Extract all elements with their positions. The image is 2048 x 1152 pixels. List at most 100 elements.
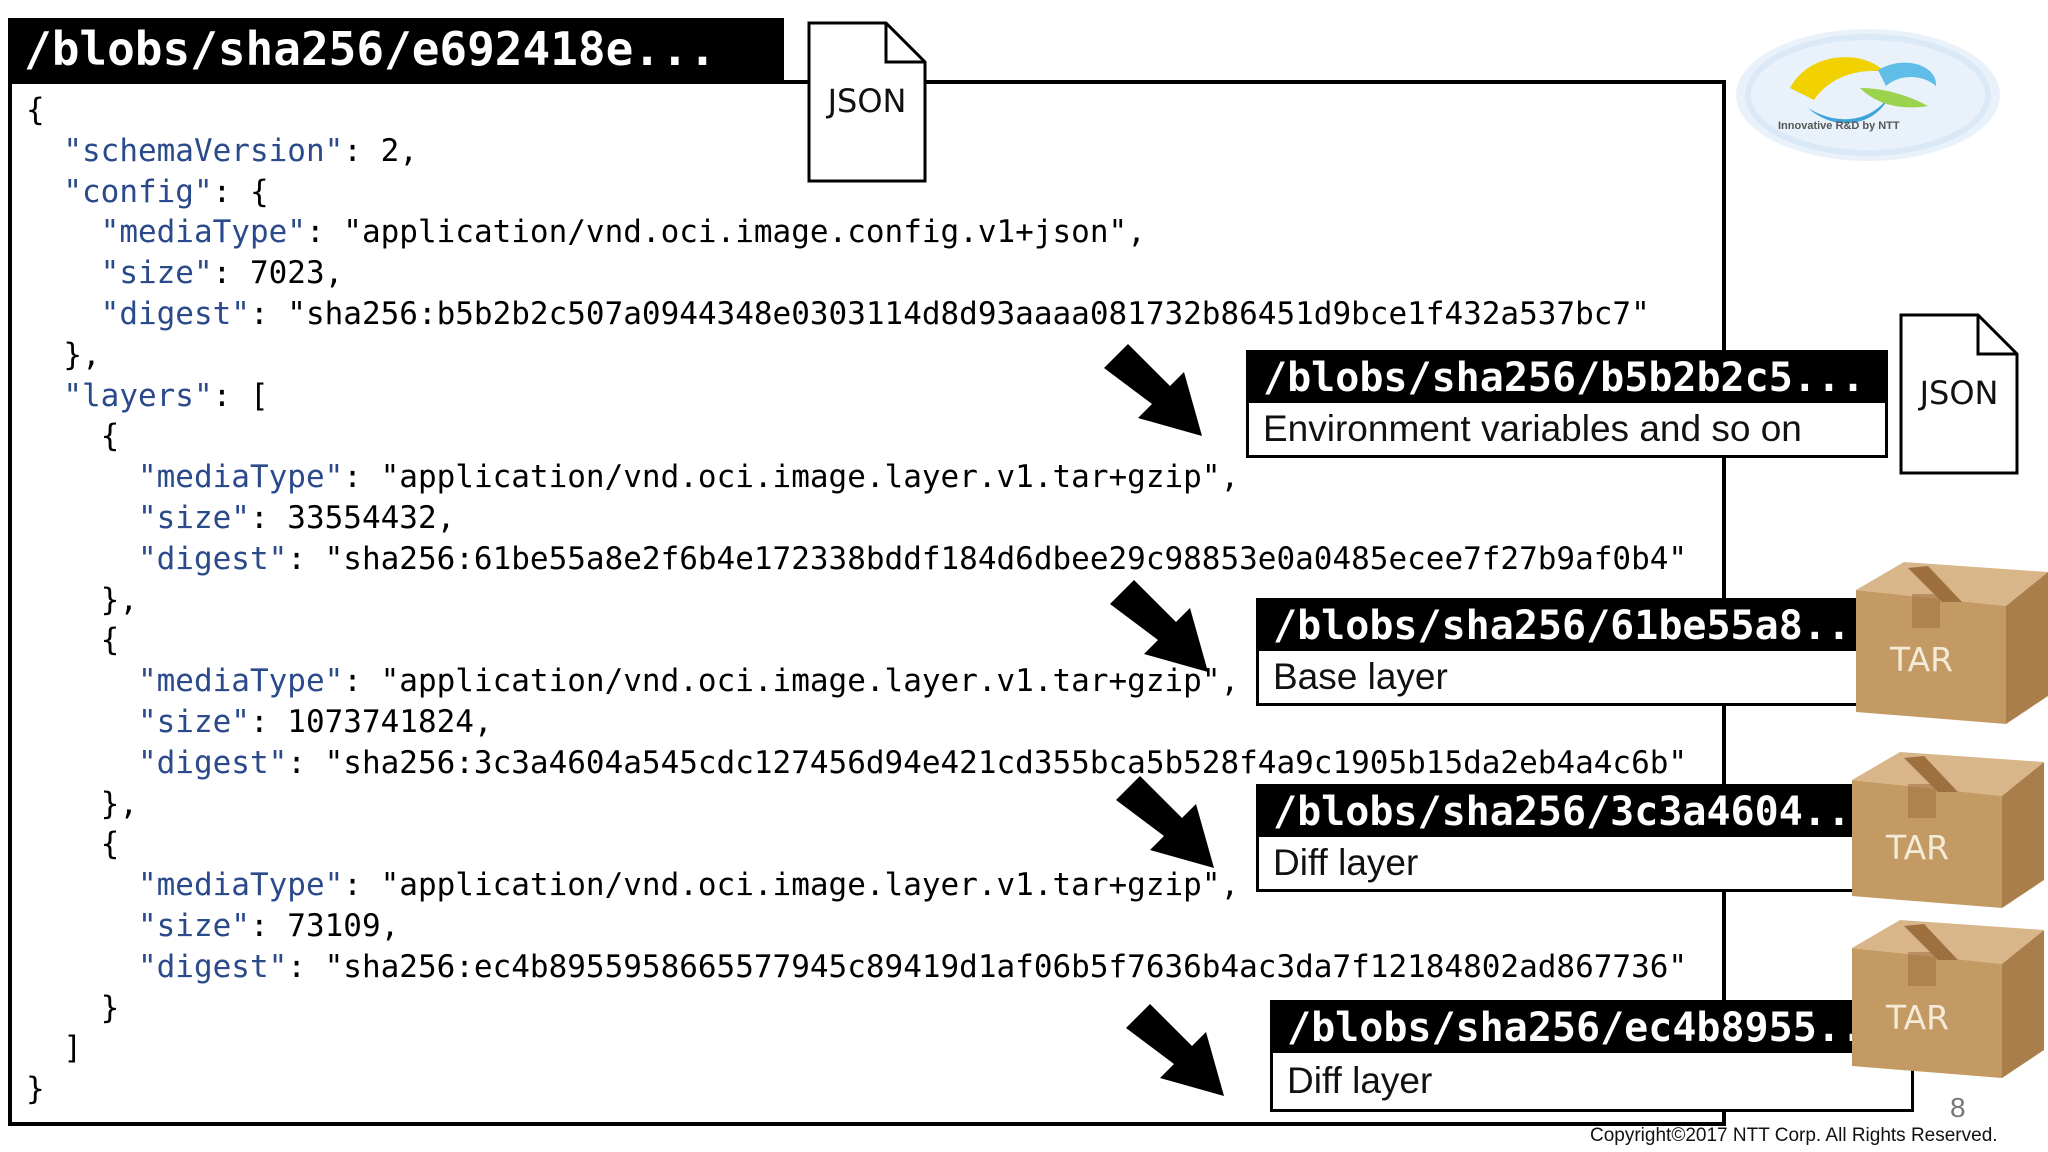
arrow-icon [1126, 1004, 1224, 1096]
json-key: "layers" [63, 377, 213, 414]
json-text [26, 255, 101, 291]
json-text: : "application/vnd.oci.image.config.v1+j… [305, 214, 1146, 251]
tar-box-icon: TAR [1852, 752, 2044, 908]
json-key: "mediaType" [137, 459, 344, 496]
code-line: "size": 73109, [26, 906, 1687, 947]
json-text [26, 133, 63, 169]
json-text: : "sha256:ec4b8955958665577945c89419d1af… [287, 948, 1688, 985]
json-text: : "application/vnd.oci.image.layer.v1.ta… [343, 663, 1240, 700]
config-blob-box: /blobs/sha256/b5b2b2c5... Environment va… [1246, 350, 1888, 458]
manifest-panel: { "schemaVersion": 2, "config": { "media… [8, 80, 1726, 1126]
code-line: ] [26, 1028, 1687, 1069]
diff-layer-blob-title: /blobs/sha256/ec4b8955... [1273, 1003, 1911, 1053]
code-line: "digest": "sha256:3c3a4604a545cdc127456d… [26, 743, 1687, 784]
json-text: : 1073741824, [249, 703, 493, 740]
json-text: }, [26, 785, 138, 822]
json-text: : "application/vnd.oci.image.layer.v1.ta… [343, 459, 1240, 496]
config-blob-description: Environment variables and so on [1263, 408, 1802, 449]
json-text: } [26, 1071, 45, 1108]
diff-layer-blob-description: Diff layer [1287, 1060, 1433, 1101]
tar-label: TAR [1886, 998, 1950, 1037]
code-line: { [26, 416, 1687, 457]
tar-label: TAR [1886, 828, 1950, 867]
base-layer-blob-box: /blobs/sha256/61be55a8... Base layer [1256, 598, 1866, 706]
json-key: "digest" [137, 948, 288, 985]
json-key: "config" [63, 173, 213, 210]
arrow-icon [1116, 776, 1214, 868]
json-text: : "sha256:61be55a8e2f6b4e172338bddf184d6… [287, 540, 1688, 577]
json-text: : [ [212, 377, 269, 414]
json-key: "size" [100, 255, 213, 292]
json-key: "size" [137, 703, 250, 740]
json-text: }, [26, 581, 138, 618]
json-text [26, 500, 138, 536]
code-line: "size": 7023, [26, 253, 1687, 294]
code-line: "layers": [ [26, 376, 1687, 417]
code-line: }, [26, 580, 1687, 621]
json-key: "mediaType" [100, 214, 306, 251]
tar-box-icon: TAR [1856, 562, 2048, 724]
diff-layer-blob-box: /blobs/sha256/ec4b8955... Diff layer [1270, 1000, 1914, 1112]
json-text: : "sha256:b5b2b2c507a0944348e0303114d8d9… [249, 295, 1650, 332]
code-line: { [26, 90, 1687, 131]
json-key: "size" [137, 907, 250, 944]
json-file-label: JSON [827, 82, 907, 120]
page-number: 8 [1950, 1092, 1966, 1123]
json-text: : { [212, 173, 269, 210]
json-text: { [26, 418, 120, 455]
json-key: "mediaType" [137, 663, 344, 700]
json-text [26, 867, 138, 903]
code-line: "mediaType": "application/vnd.oci.image.… [26, 212, 1687, 253]
json-file-icon: JSON [806, 20, 928, 184]
code-line: "mediaType": "application/vnd.oci.image.… [26, 457, 1687, 498]
code-line: }, [26, 784, 1687, 825]
code-line: }, [26, 335, 1687, 376]
json-key: "size" [137, 499, 250, 536]
json-key: "schemaVersion" [63, 132, 344, 169]
manifest-json-code: { "schemaVersion": 2, "config": { "media… [26, 90, 1687, 1110]
code-line: } [26, 988, 1687, 1029]
json-text: } [26, 989, 120, 1026]
code-line: "size": 33554432, [26, 498, 1687, 539]
code-line: } [26, 1069, 1687, 1110]
code-line: { [26, 824, 1687, 865]
json-text [26, 296, 101, 332]
code-line: "digest": "sha256:ec4b8955958665577945c8… [26, 947, 1687, 988]
code-line: "mediaType": "application/vnd.oci.image.… [26, 865, 1687, 906]
json-text: }, [26, 336, 101, 373]
base-layer-blob-description: Base layer [1273, 656, 1448, 697]
json-text [26, 459, 138, 495]
json-text [26, 174, 63, 210]
json-text: { [26, 92, 45, 128]
diff-layer-blob-title: /blobs/sha256/3c3a4604... [1259, 787, 1863, 837]
json-text: ] [26, 1030, 82, 1067]
code-line: "config": { [26, 172, 1687, 213]
base-layer-blob-title: /blobs/sha256/61be55a8... [1259, 601, 1863, 651]
json-text: { [26, 622, 120, 659]
json-key: "digest" [137, 744, 288, 781]
json-text [26, 949, 138, 985]
json-text: : "sha256:3c3a4604a545cdc127456d94e421cd… [287, 744, 1688, 781]
json-file-icon: JSON [1898, 312, 2020, 476]
json-text [26, 704, 138, 740]
json-text: : 33554432, [249, 499, 456, 536]
code-line: "mediaType": "application/vnd.oci.image.… [26, 661, 1687, 702]
logo-tagline: Innovative R&D by NTT [1778, 120, 1900, 132]
json-text [26, 214, 101, 250]
arrow-icon [1104, 344, 1202, 436]
config-blob-title: /blobs/sha256/b5b2b2c5... [1249, 353, 1885, 403]
code-line: "schemaVersion": 2, [26, 131, 1687, 172]
json-key: "mediaType" [137, 867, 344, 904]
diff-layer-blob-box: /blobs/sha256/3c3a4604... Diff layer [1256, 784, 1866, 892]
code-line: { [26, 620, 1687, 661]
json-text [26, 663, 138, 699]
diff-layer-blob-description: Diff layer [1273, 842, 1419, 883]
code-line: "size": 1073741824, [26, 702, 1687, 743]
json-text: : 7023, [212, 255, 344, 292]
json-key: "digest" [137, 540, 288, 577]
json-text [26, 541, 138, 577]
code-line: "digest": "sha256:61be55a8e2f6b4e172338b… [26, 539, 1687, 580]
json-text [26, 908, 138, 944]
json-text [26, 745, 138, 781]
ntt-logo-icon [1736, 29, 2000, 161]
